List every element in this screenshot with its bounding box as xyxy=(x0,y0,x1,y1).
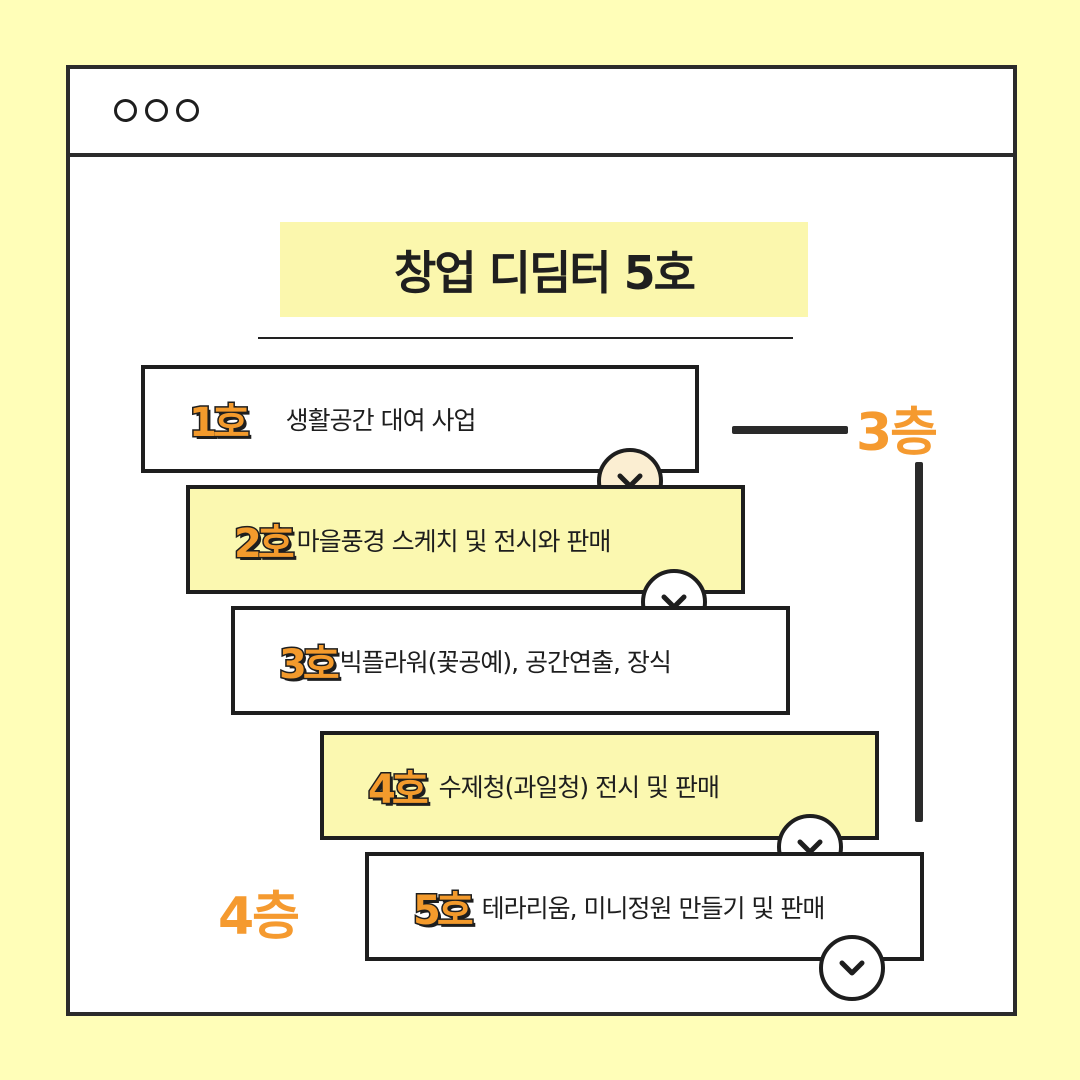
floor-connector-vertical xyxy=(915,462,923,822)
room-badge: 2호 xyxy=(233,519,297,568)
window-dot-icon[interactable] xyxy=(145,99,168,122)
room-label: 수제청(과일청) 전시 및 판매 xyxy=(438,772,720,802)
room-badge: 3호 xyxy=(278,640,342,689)
room-card-3[interactable]: 3호 빅플라워(꽃공예), 공간연출, 장식 xyxy=(231,606,790,715)
floor-label-lower: 4층 xyxy=(218,887,300,947)
room-label: 생활공간 대여 사업 xyxy=(285,406,477,435)
room-label: 테라리움, 미니정원 만들기 및 판매 xyxy=(481,893,826,923)
room-label: 마을풍경 스케치 및 전시와 판매 xyxy=(296,526,612,556)
title-divider xyxy=(258,337,793,339)
room-label: 빅플라워(꽃공예), 공간연출, 장식 xyxy=(339,647,672,677)
chevron-down-icon[interactable] xyxy=(819,935,885,1001)
room-badge: 1호 xyxy=(188,399,252,448)
floor-connector-horizontal xyxy=(732,426,848,434)
title-box: 창업 디딤터 5호 xyxy=(280,222,808,317)
room-card-1[interactable]: 1호 생활공간 대여 사업 xyxy=(141,365,699,473)
window-controls xyxy=(114,99,199,122)
window-dot-icon[interactable] xyxy=(114,99,137,122)
window-titlebar xyxy=(70,69,1013,157)
floor-label-upper: 3층 xyxy=(856,403,938,463)
room-card-4[interactable]: 4호 수제청(과일청) 전시 및 판매 xyxy=(320,731,879,840)
page-title: 창업 디딤터 5호 xyxy=(394,245,696,300)
window-dot-icon[interactable] xyxy=(176,99,199,122)
room-badge: 5호 xyxy=(412,886,476,935)
room-badge: 4호 xyxy=(367,765,431,814)
